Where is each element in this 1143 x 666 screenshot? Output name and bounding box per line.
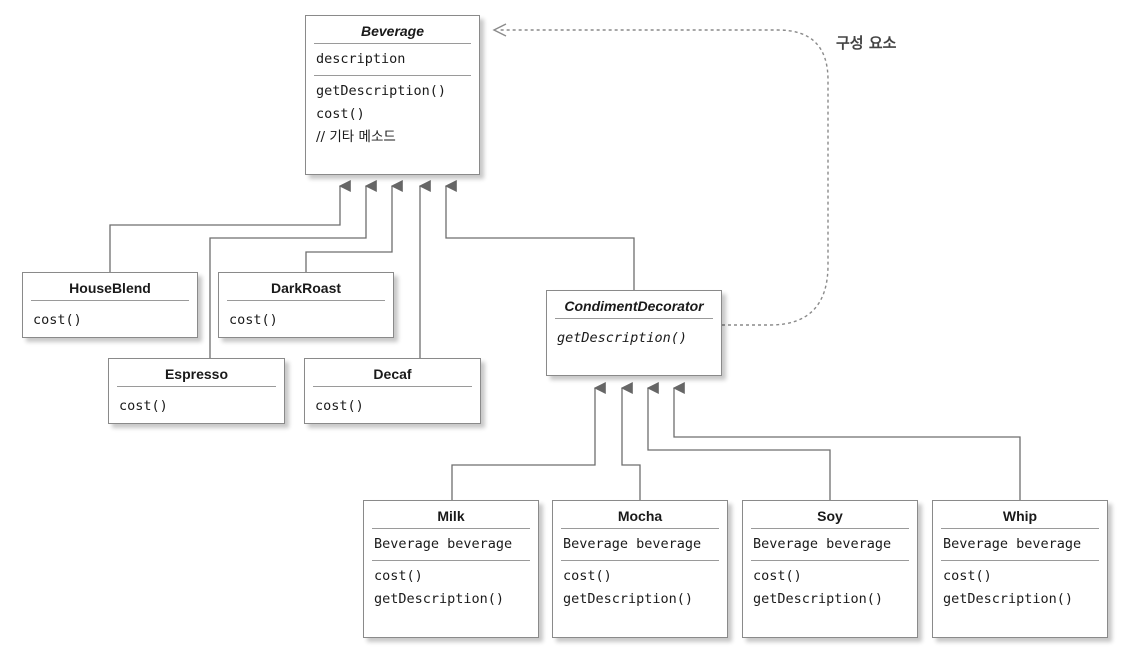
- method: // 기타 메소드: [316, 129, 396, 145]
- class-methods: cost() getDescription(): [561, 561, 719, 613]
- method: cost(): [563, 568, 612, 584]
- class-title: Decaf: [313, 365, 472, 387]
- method: cost(): [315, 398, 364, 414]
- method: cost(): [943, 568, 992, 584]
- class-methods: getDescription() cost() // 기타 메소드: [314, 76, 471, 151]
- class-attribute: Beverage beverage: [372, 529, 530, 561]
- method: cost(): [316, 106, 365, 122]
- class-title: Soy: [751, 507, 909, 529]
- method: cost(): [753, 568, 802, 584]
- class-milk: Milk Beverage beverage cost() getDescrip…: [363, 500, 539, 638]
- method: cost(): [229, 312, 278, 328]
- class-title: DarkRoast: [227, 279, 385, 301]
- class-attribute: Beverage beverage: [941, 529, 1099, 561]
- class-whip: Whip Beverage beverage cost() getDescrip…: [932, 500, 1108, 638]
- mocha-inheritance-line: [620, 382, 641, 500]
- class-methods: cost() getDescription(): [372, 561, 530, 613]
- class-darkroast: DarkRoast cost(): [218, 272, 394, 338]
- method: cost(): [119, 398, 168, 414]
- method: getDescription(): [563, 591, 694, 607]
- class-espresso: Espresso cost(): [108, 358, 285, 424]
- class-attribute: Beverage beverage: [561, 529, 719, 561]
- class-title: Beverage: [314, 22, 471, 44]
- class-beverage: Beverage description getDescription() co…: [305, 15, 480, 175]
- condiment-inheritance-line: [444, 180, 635, 290]
- class-title: Mocha: [561, 507, 719, 529]
- class-methods: cost() getDescription(): [751, 561, 909, 613]
- method: getDescription(): [943, 591, 1074, 607]
- class-title: Whip: [941, 507, 1099, 529]
- class-methods: cost() getDescription(): [941, 561, 1099, 613]
- method: getDescription(): [316, 83, 447, 99]
- darkroast-inheritance-line: [305, 180, 403, 272]
- method: getDescription(): [557, 330, 688, 346]
- method: cost(): [33, 312, 82, 328]
- class-soy: Soy Beverage beverage cost() getDescript…: [742, 500, 918, 638]
- composition-label: 구성 요소: [836, 34, 897, 52]
- class-attribute: Beverage beverage: [751, 529, 909, 561]
- class-title: Milk: [372, 507, 530, 529]
- houseblend-inheritance-line: [109, 180, 351, 272]
- whip-inheritance-line: [672, 382, 1021, 500]
- method: getDescription(): [374, 591, 505, 607]
- class-condiment-decorator: CondimentDecorator getDescription(): [546, 290, 722, 376]
- class-decaf: Decaf cost(): [304, 358, 481, 424]
- class-title: HouseBlend: [31, 279, 189, 301]
- soy-inheritance-line: [646, 382, 831, 500]
- method: cost(): [374, 568, 423, 584]
- composition-arrowhead: [492, 23, 507, 37]
- method: getDescription(): [753, 591, 884, 607]
- class-mocha: Mocha Beverage beverage cost() getDescri…: [552, 500, 728, 638]
- class-title: CondimentDecorator: [555, 297, 713, 319]
- espresso-inheritance-line: [209, 180, 377, 358]
- class-houseblend: HouseBlend cost(): [22, 272, 198, 338]
- milk-inheritance-line: [451, 382, 606, 500]
- class-title: Espresso: [117, 365, 276, 387]
- class-attribute: description: [314, 44, 471, 76]
- composition-arrow: [500, 29, 829, 326]
